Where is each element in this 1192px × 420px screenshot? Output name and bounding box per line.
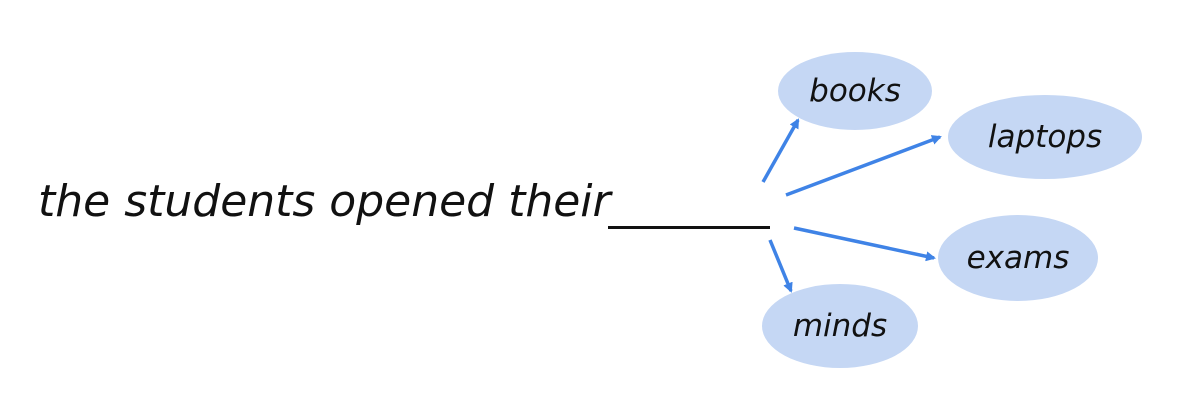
arrow-to-books xyxy=(761,118,800,183)
arrow-to-laptops xyxy=(785,135,942,197)
prompt-sentence: the students opened their xyxy=(38,176,611,227)
blank-line xyxy=(608,226,770,229)
arrow-to-minds xyxy=(768,239,793,293)
prediction-word: exams xyxy=(966,240,1070,276)
prediction-bubble-books: books xyxy=(778,52,932,130)
prediction-word: books xyxy=(809,73,901,109)
arrow-to-exams xyxy=(793,226,936,262)
prediction-word: minds xyxy=(792,308,888,344)
prediction-bubble-exams: exams xyxy=(938,215,1098,301)
prediction-word: laptops xyxy=(987,119,1103,155)
prediction-bubble-minds: minds xyxy=(762,284,918,368)
prediction-bubble-laptops: laptops xyxy=(948,95,1142,179)
